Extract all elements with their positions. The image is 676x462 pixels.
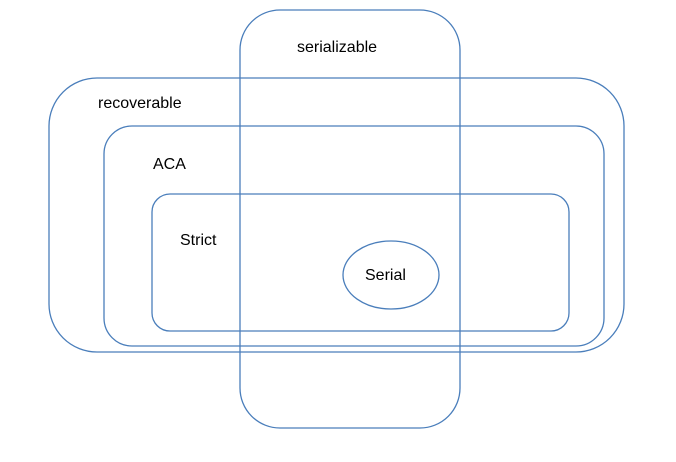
strict-set (151, 193, 570, 332)
strict-label: Strict (180, 232, 217, 249)
serializable-label: serializable (297, 39, 377, 56)
aca-label: ACA (153, 156, 186, 173)
serial-set (342, 240, 440, 310)
serial-label: Serial (365, 267, 406, 284)
serializable-set (239, 9, 461, 429)
aca-set (103, 125, 605, 347)
recoverable-set (48, 77, 625, 353)
recoverable-label: recoverable (98, 95, 182, 112)
